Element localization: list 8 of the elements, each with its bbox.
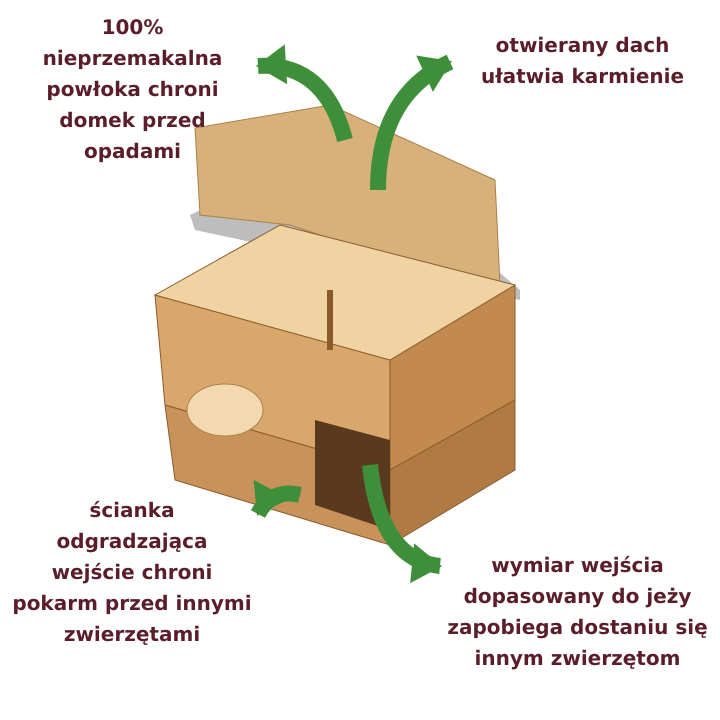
curved-arrow (370, 54, 454, 190)
callout-text: ścianka odgradzająca wejście chroni pokarm przed innymi zwierzętami (12, 495, 252, 650)
curved-arrow (256, 46, 353, 142)
callout-text: otwierany dach ułatwia karmienie (455, 30, 710, 92)
callout-text: wymiar wejścia dopasowany do jeży zapobiega dostaniu się innym zwierzętom (445, 550, 710, 674)
callout-text: 100% nieprzemakalna powłoka chroni domek przed opadami (20, 12, 245, 167)
curved-arrow (362, 464, 442, 582)
curved-arrow (251, 480, 302, 518)
